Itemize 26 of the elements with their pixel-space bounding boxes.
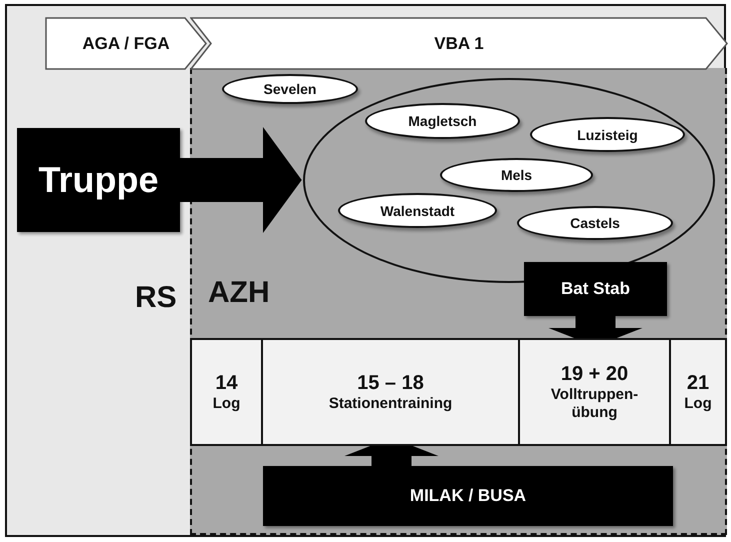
block-arrow (180, 127, 302, 233)
label-block: Truppe (17, 128, 180, 232)
location-oval: Magletsch (365, 103, 520, 139)
region-label: AZH (208, 276, 270, 310)
location-oval: Castels (517, 206, 673, 240)
location-oval: Walenstadt (338, 193, 497, 228)
location-oval: Mels (440, 158, 593, 192)
side-label: RS (135, 281, 177, 315)
label-block: Bat Stab (524, 262, 667, 316)
label-block: MILAK / BUSA (263, 466, 673, 526)
week-cell (669, 338, 727, 446)
cell-caption: Log (683, 395, 713, 413)
cell-number: 14 (215, 371, 238, 395)
location-oval: Sevelen (222, 74, 358, 104)
cell-caption: Stationentraining (328, 395, 454, 413)
week-cell (261, 338, 520, 446)
cell-number: 21 (686, 371, 710, 395)
location-oval: Luzisteig (530, 117, 685, 152)
cell-number: 19 + 20 (560, 362, 628, 386)
cell-number: 15 – 18 (357, 371, 424, 395)
cell-caption: Volltruppen- übung (550, 386, 640, 422)
chevron-step: AGA / FGA (45, 17, 207, 70)
week-cell (190, 338, 263, 446)
cell-caption: Log (212, 395, 242, 413)
dashed-region (190, 68, 727, 535)
week-cell (518, 338, 671, 446)
